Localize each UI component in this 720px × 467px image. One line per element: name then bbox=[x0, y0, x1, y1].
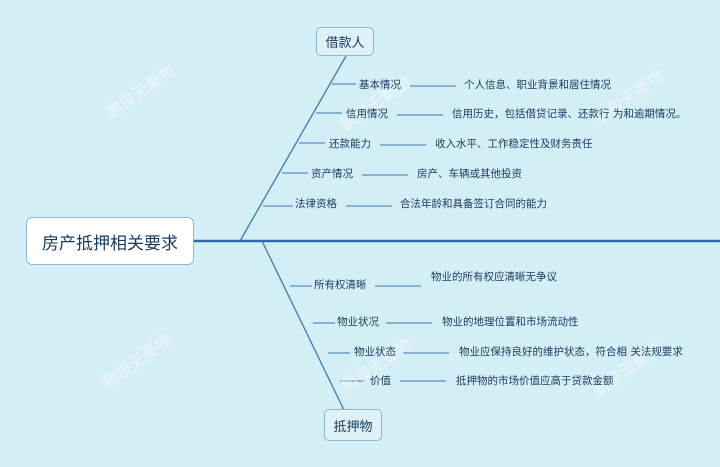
borrower-item-desc: 信用历史，包括借贷记录、还款行 为和逾期情况。 bbox=[452, 108, 687, 120]
collateral-item-desc: 物业的所有权应清晰无争议 bbox=[431, 271, 557, 283]
collateral-item-desc: 物业应保持良好的维护状态，符合相 关法规要求 bbox=[459, 346, 683, 358]
borrower-item-desc: 房产、车辆或其他投资 bbox=[417, 168, 522, 180]
borrower-item-label[interactable]: 信用情况 bbox=[346, 108, 388, 120]
borrower-item-desc: 个人信息、职业背景和居住情况 bbox=[464, 79, 611, 91]
collateral-item-label[interactable]: 所有权清晰 bbox=[314, 279, 367, 291]
root-topic[interactable]: 房产抵押相关要求 bbox=[26, 217, 194, 265]
borrower-item-desc: 合法年龄和具备签订合同的能力 bbox=[400, 198, 547, 210]
borrower-item-label[interactable]: 还款能力 bbox=[329, 138, 371, 150]
collateral-branch-line bbox=[261, 240, 345, 411]
borrower-item-label[interactable]: 法律资格 bbox=[295, 198, 337, 210]
collateral-node[interactable]: 抵押物 bbox=[324, 409, 382, 441]
collateral-item-label[interactable]: 物业状态 bbox=[354, 346, 396, 358]
collateral-item-label[interactable]: 价值 bbox=[370, 375, 391, 387]
collateral-item-desc: 抵押物的市场价值应高于贷款金额 bbox=[456, 375, 614, 387]
borrower-item-desc: 收入水平、工作稳定性及财务责任 bbox=[435, 138, 593, 150]
borrower-item-label[interactable]: 资产情况 bbox=[311, 168, 353, 180]
borrower-item-label[interactable]: 基本情况 bbox=[359, 79, 401, 91]
borrower-node[interactable]: 借款人 bbox=[316, 27, 374, 56]
collateral-item-desc: 物业的地理位置和市场流动性 bbox=[442, 316, 579, 328]
borrower-branch-line bbox=[239, 55, 347, 242]
collateral-item-label[interactable]: 物业状况 bbox=[337, 316, 379, 328]
